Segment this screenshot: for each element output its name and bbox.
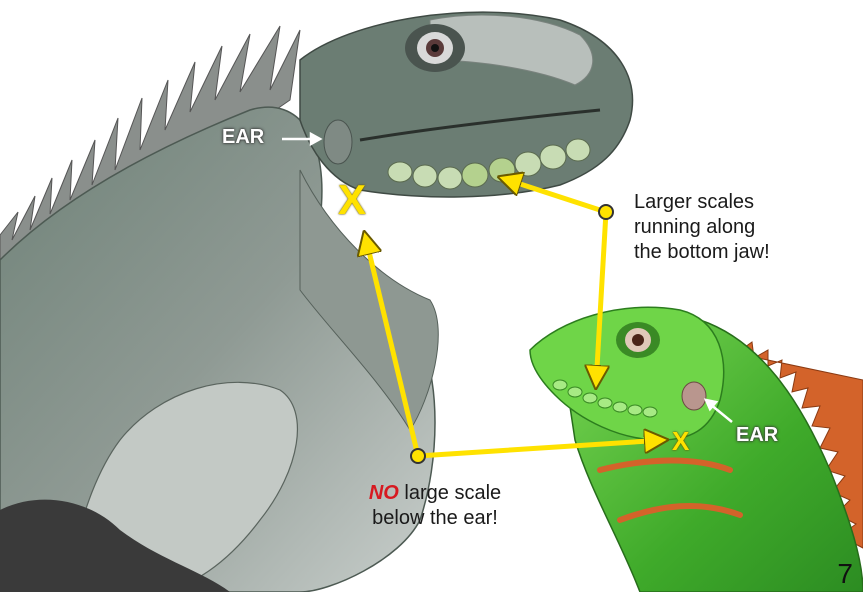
no-scale-rest: large scale — [404, 482, 501, 504]
jaw-note-line-3: the bottom jaw! — [634, 240, 770, 265]
no-scale-line-1: NO large scale — [345, 481, 525, 506]
green-iguana-ear — [682, 382, 706, 410]
x-mark-grey: X — [338, 176, 366, 224]
grey-iguana-ear — [324, 120, 352, 164]
no-scale-line-2: below the ear! — [345, 506, 525, 531]
grey-iguana-eye — [405, 24, 465, 72]
jaw-note-line-2: running along — [634, 215, 770, 240]
jaw-scales-note: Larger scales running along the bottom j… — [634, 190, 770, 265]
page-number: 7 — [837, 558, 853, 590]
green-iguana-eye — [616, 322, 660, 358]
connector-dot-top — [599, 205, 613, 219]
connector-dot-bottom — [411, 449, 425, 463]
ear-label-green: EAR — [736, 424, 778, 447]
no-scale-emphasis: NO — [369, 482, 399, 504]
jaw-note-line-1: Larger scales — [634, 190, 770, 215]
ear-label-grey: EAR — [222, 126, 264, 149]
no-scale-note: NO large scale below the ear! — [345, 481, 525, 531]
x-mark-green: X — [672, 426, 689, 457]
